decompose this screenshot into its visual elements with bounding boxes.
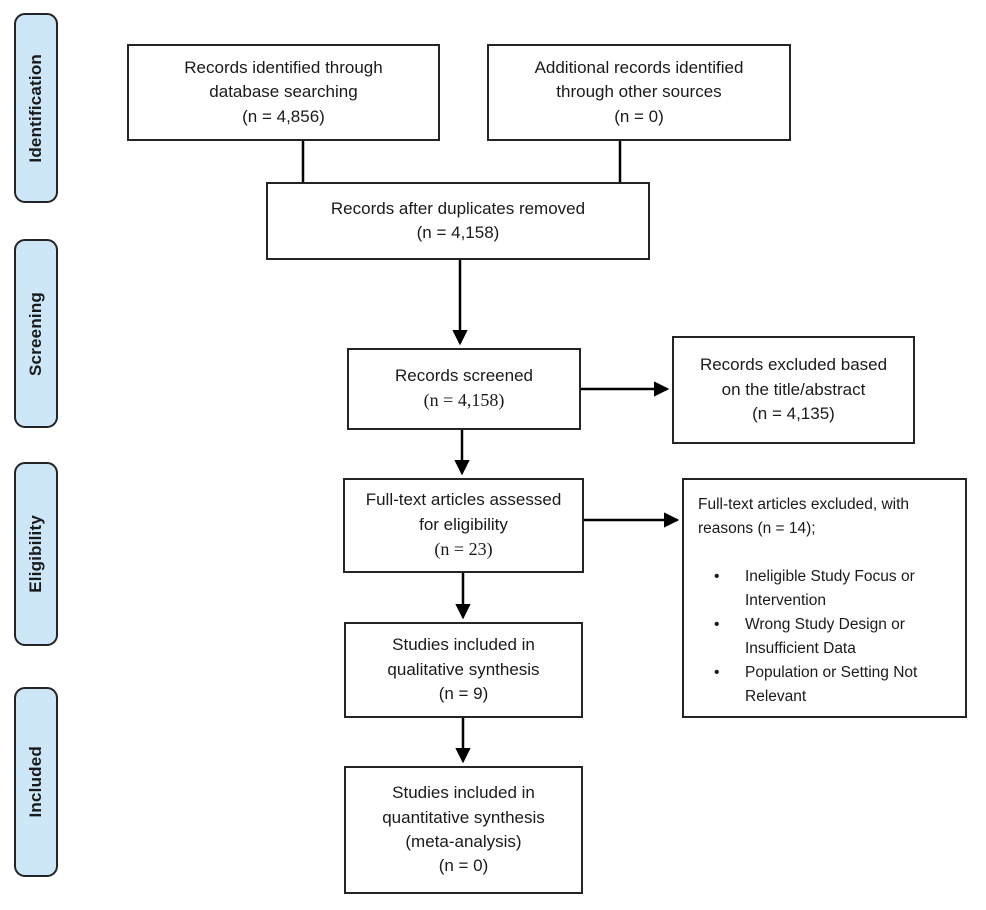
exclusion-reason-item: Wrong Study Design or Insufficient Data bbox=[698, 613, 951, 661]
box-label: Additional records identified through ot… bbox=[534, 57, 744, 102]
box-label: Records excluded based on the title/abst… bbox=[699, 355, 888, 399]
box-count: (n = 0) bbox=[614, 106, 664, 126]
stage-screening: Screening bbox=[14, 239, 58, 428]
box-label: Studies included in qualitative synthesi… bbox=[387, 635, 540, 679]
box-count: (n = 0) bbox=[438, 856, 489, 876]
box-qualitative-synthesis: Studies included in qualitative synthesi… bbox=[344, 622, 583, 718]
stage-identification: Identification bbox=[14, 13, 58, 203]
box-count: (n = 9) bbox=[438, 684, 489, 704]
stage-identification-label: Identification bbox=[26, 53, 45, 163]
exclusion-reason-list: Ineligible Study Focus or Intervention W… bbox=[698, 565, 951, 709]
box-count: (n = 4,856) bbox=[242, 106, 325, 126]
box-label: Studies included in quantitative synthes… bbox=[382, 783, 545, 827]
box-records-identified-database: Records identified through database sear… bbox=[127, 44, 440, 141]
box-label: Full-text articles assessed for eligibil… bbox=[365, 490, 562, 534]
stage-eligibility-label: Eligibility bbox=[26, 515, 45, 593]
box-records-excluded-title-abstract: Records excluded based on the title/abst… bbox=[672, 336, 915, 444]
box-records-after-duplicates-removed: Records after duplicates removed (n = 4,… bbox=[266, 182, 650, 260]
box-quantitative-synthesis: Studies included in quantitative synthes… bbox=[344, 766, 583, 894]
stage-eligibility: Eligibility bbox=[14, 462, 58, 646]
stage-included-label: Included bbox=[26, 746, 45, 818]
box-count: (n = 23) bbox=[434, 539, 493, 560]
box-fulltext-assessed: Full-text articles assessed for eligibil… bbox=[343, 478, 584, 573]
stage-included: Included bbox=[14, 687, 58, 877]
exclusion-reason-item: Population or Setting Not Relevant bbox=[698, 661, 951, 709]
box-count: (n = 4,135) bbox=[752, 404, 835, 424]
box-fulltext-excluded-reasons: Full-text articles excluded, with reason… bbox=[682, 478, 967, 718]
box-label: Records after duplicates removed bbox=[330, 198, 586, 218]
box-sublabel: (meta-analysis) bbox=[405, 832, 522, 851]
box-count: (n = 4,158) bbox=[416, 223, 500, 242]
box-count: (n = 4,158) bbox=[423, 390, 505, 411]
stage-screening-label: Screening bbox=[26, 291, 45, 376]
box-additional-records-other-sources: Additional records identified through ot… bbox=[487, 44, 791, 141]
box-label: Records screened bbox=[395, 365, 533, 385]
box-label: Records identified through database sear… bbox=[184, 57, 383, 102]
exclusion-reason-item: Ineligible Study Focus or Intervention bbox=[698, 565, 951, 613]
box-records-screened: Records screened (n = 4,158) bbox=[347, 348, 581, 430]
box-title: Full-text articles excluded, with reason… bbox=[698, 496, 910, 538]
